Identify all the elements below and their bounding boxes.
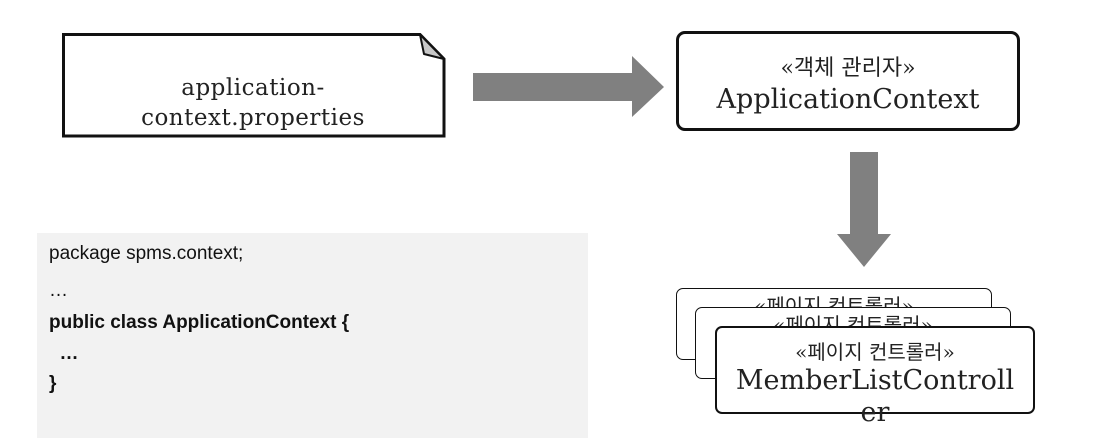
code-line-3: public class ApplicationContext { <box>49 312 350 333</box>
file-shape <box>62 33 446 138</box>
arrow-down <box>837 152 891 267</box>
file-name-line-2: context.properties <box>141 105 365 131</box>
code-line-4: … <box>49 343 79 364</box>
controller-name-line-1: MemberListControll <box>735 365 1015 396</box>
page-controller-card-front: «페이지 컨트롤러» MemberListControll er <box>715 326 1035 428</box>
controller-name-line-2: er <box>860 397 890 428</box>
code-snippet: package spms.context; … public class App… <box>37 233 588 438</box>
code-line-1: package spms.context; <box>49 243 244 264</box>
file-name: application- context.properties <box>62 73 444 133</box>
context-stereotype: «객체 관리자» <box>780 56 916 81</box>
context-name: ApplicationContext <box>716 84 980 115</box>
application-context-node: «객체 관리자» ApplicationContext <box>676 31 1020 131</box>
code-line-2: … <box>49 280 68 301</box>
properties-file-node: application- context.properties <box>62 33 446 138</box>
file-name-line-1: application- <box>181 75 325 101</box>
code-line-5: } <box>49 373 57 394</box>
controller-stereotype: «페이지 컨트롤러» <box>795 340 955 364</box>
arrow-right <box>473 56 664 117</box>
